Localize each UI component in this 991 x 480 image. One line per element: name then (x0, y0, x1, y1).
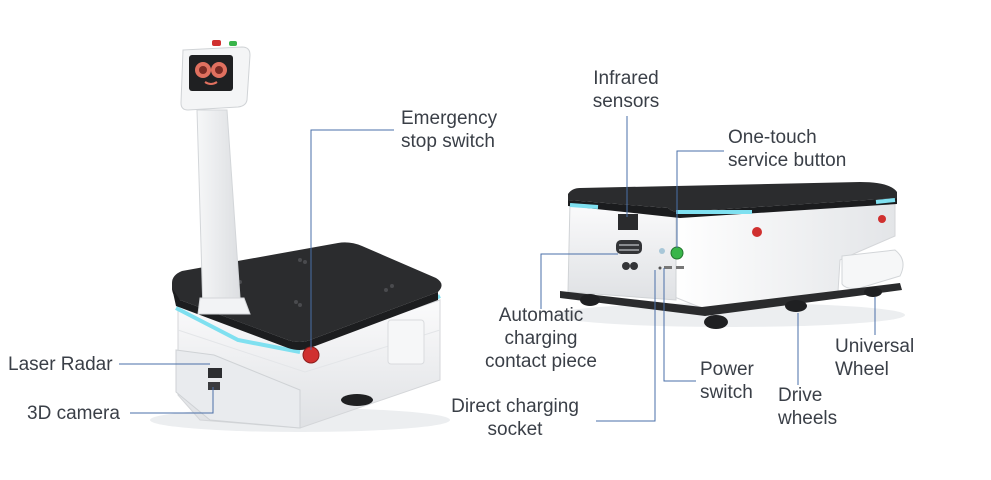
label-3d-camera: 3D camera (27, 403, 120, 424)
label-infrared-sensors: Infrared sensors (592, 68, 660, 112)
label-one-touch-service: One-touch service button (728, 127, 847, 171)
power-switch (664, 266, 672, 269)
camera-lens (208, 382, 220, 390)
robot-left (150, 40, 450, 432)
label-drive-wheels: Drive wheels (778, 385, 838, 429)
label-laser-radar: Laser Radar (8, 354, 113, 375)
label-auto-charging-contact: Automatic charging contact piece (485, 305, 597, 372)
charging-contact (616, 240, 642, 254)
one-touch-service-button (670, 246, 684, 260)
robot-right (555, 182, 905, 329)
label-universal-wheel: Universal Wheel (835, 336, 915, 380)
label-power-switch: Power switch (700, 359, 754, 403)
display-pole (196, 109, 242, 313)
laser-radar-window (208, 368, 222, 378)
right-body-side (671, 197, 896, 309)
label-direct-charging-socket: Direct charging socket (451, 396, 579, 440)
leader-lines (119, 116, 876, 422)
label-emergency-stop: Emergency stop switch (401, 108, 498, 152)
right-top-plate (568, 182, 897, 212)
infrared-sensor-window (618, 214, 638, 230)
left-top-plate (172, 242, 442, 342)
